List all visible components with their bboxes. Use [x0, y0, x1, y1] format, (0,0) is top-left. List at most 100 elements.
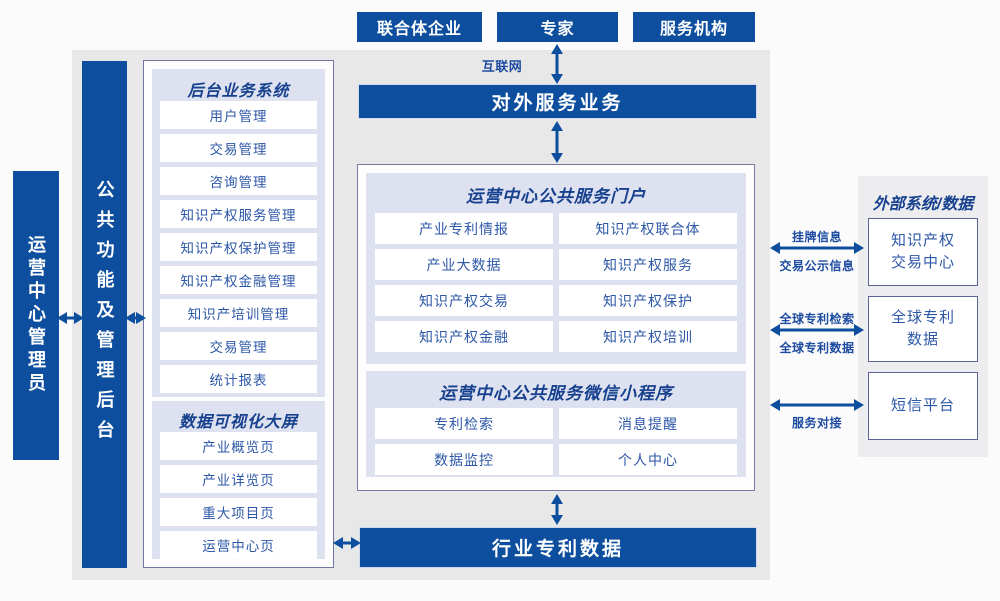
arrow-right-icon	[854, 242, 864, 254]
arrow-portal-patent-data	[550, 494, 564, 525]
backend-item: 咨询管理	[160, 167, 317, 195]
arrow-shaft	[555, 128, 559, 156]
arrow-service-portal	[550, 121, 564, 163]
arrow-right-icon	[854, 324, 864, 336]
dashboard-item: 产业概览页	[160, 432, 317, 460]
box-service-agency: 服务机构	[633, 12, 755, 42]
backend-item: 统计报表	[160, 365, 317, 393]
left-management-box: 后台业务系统 用户管理 交易管理 咨询管理 知识产权服务管理 知识产权保护管理 …	[143, 60, 334, 568]
external-systems-title: 外部系统/数据	[872, 196, 974, 213]
label-listing-info: 挂牌信息	[791, 230, 842, 244]
bar-external-service: 对外服务业务	[358, 84, 757, 119]
box-expert: 专家	[497, 12, 618, 42]
panel-backend-system-title: 后台业务系统	[187, 83, 290, 100]
arrow-shaft	[132, 316, 139, 320]
arrow-up-icon	[551, 494, 563, 504]
backend-item: 知识产权服务管理	[160, 200, 317, 228]
arrow-left-icon	[770, 399, 780, 411]
miniprogram-item: 专利检索	[375, 408, 553, 439]
backend-item: 交易管理	[160, 134, 317, 162]
box-sms-platform: 短信平台	[868, 372, 978, 440]
arrow-left-icon	[57, 312, 67, 324]
label-global-patent-search: 全球专利检索	[779, 312, 855, 326]
arrow-shaft	[777, 246, 857, 250]
panel-miniprogram-title: 运营中心公共服务微信小程序	[439, 384, 673, 403]
dashboard-item: 产业详览页	[160, 465, 317, 493]
arrow-dashboard-patent-data	[333, 536, 361, 550]
arrow-admin-publicadmin	[57, 311, 84, 325]
arrow-right-icon	[351, 537, 361, 549]
external-systems-panel: 外部系统/数据 知识产权 交易中心 全球专利 数据 短信平台	[858, 176, 988, 457]
bar-operations-admin: 运营中心管理员	[13, 171, 59, 460]
box-consortium-enterprise: 联合体企业	[357, 12, 482, 42]
label-service-docking: 服务对接	[791, 416, 842, 430]
internet-label: 互联网	[481, 59, 523, 74]
arrow-internet	[550, 44, 564, 84]
box-ip-trading-center: 知识产权 交易中心	[868, 218, 978, 286]
panel-data-visualization: 数据可视化大屏 产业概览页 产业详览页 重大项目页 运营中心页	[152, 401, 325, 559]
portal-item: 知识产权联合体	[559, 213, 737, 244]
arrow-left-icon	[333, 537, 343, 549]
portal-item: 知识产权保护	[559, 285, 737, 316]
portal-item: 知识产权培训	[559, 321, 737, 352]
arrow-shaft	[555, 51, 559, 77]
portal-item: 知识产权服务	[559, 249, 737, 280]
portal-item: 知识产权交易	[375, 285, 553, 316]
arrow-right-icon	[74, 312, 84, 324]
arrow-global-patent	[770, 323, 864, 337]
arrow-shaft	[64, 316, 77, 320]
backend-item: 交易管理	[160, 332, 317, 360]
box-consortium-enterprise-label: 联合体企业	[376, 21, 462, 38]
arrow-down-icon	[551, 74, 563, 84]
backend-item: 知识产培训管理	[160, 299, 317, 327]
backend-item: 知识产权金融管理	[160, 266, 317, 294]
panel-miniprogram: 运营中心公共服务微信小程序 专利检索 消息提醒 数据监控 个人中心	[366, 371, 746, 477]
arrow-left-icon	[770, 324, 780, 336]
arrow-down-icon	[551, 153, 563, 163]
arrow-shaft	[777, 403, 857, 407]
panel-public-portal-title: 运营中心公共服务门户	[466, 187, 646, 206]
arrow-shaft	[555, 501, 559, 518]
center-service-box: 运营中心公共服务门户 产业专利情报 知识产权联合体 产业大数据 知识产权服务 知…	[357, 164, 755, 491]
dashboard-item: 运营中心页	[160, 531, 317, 559]
bar-industry-patent-data-label: 行业专利数据	[491, 539, 624, 560]
backend-items-stack: 用户管理 交易管理 咨询管理 知识产权服务管理 知识产权保护管理 知识产权金融管…	[160, 101, 317, 393]
arrow-sms-platform	[770, 398, 864, 412]
arrow-right-icon	[854, 399, 864, 411]
bar-public-functions-admin: 公共功能及管理后台	[82, 61, 127, 568]
portal-item: 产业专利情报	[375, 213, 553, 244]
backend-item: 用户管理	[160, 101, 317, 129]
arrow-down-icon	[551, 515, 563, 525]
box-expert-label: 专家	[540, 21, 575, 38]
portal-item: 知识产权金融	[375, 321, 553, 352]
arrow-shaft	[777, 328, 857, 332]
bar-external-service-label: 对外服务业务	[491, 93, 624, 114]
dashboard-item: 重大项目页	[160, 498, 317, 526]
label-global-patent-data: 全球专利数据	[779, 341, 855, 355]
arrow-shaft	[340, 541, 354, 545]
portal-item: 产业大数据	[375, 249, 553, 280]
panel-data-visualization-title: 数据可视化大屏	[178, 414, 298, 431]
label-trade-publicity-info: 交易公示信息	[779, 259, 855, 273]
arrow-up-icon	[551, 121, 563, 131]
bar-industry-patent-data: 行业专利数据	[359, 527, 757, 568]
bar-operations-admin-label: 运营中心管理员	[26, 235, 46, 396]
backend-item: 知识产权保护管理	[160, 233, 317, 261]
box-service-agency-label: 服务机构	[659, 21, 728, 38]
portal-items-grid: 产业专利情报 知识产权联合体 产业大数据 知识产权服务 知识产权交易 知识产权保…	[375, 213, 737, 352]
miniprogram-item: 数据监控	[375, 444, 553, 475]
miniprogram-item: 消息提醒	[559, 408, 737, 439]
dashboard-items-stack: 产业概览页 产业详览页 重大项目页 运营中心页	[160, 432, 317, 559]
panel-public-portal: 运营中心公共服务门户 产业专利情报 知识产权联合体 产业大数据 知识产权服务 知…	[366, 173, 746, 364]
box-global-patent-data: 全球专利 数据	[868, 296, 978, 362]
arrow-publicadmin-backend	[125, 311, 146, 325]
arrow-right-icon	[136, 312, 146, 324]
arrow-left-icon	[770, 242, 780, 254]
miniprogram-items-grid: 专利检索 消息提醒 数据监控 个人中心	[375, 408, 737, 475]
panel-backend-system: 后台业务系统 用户管理 交易管理 咨询管理 知识产权服务管理 知识产权保护管理 …	[152, 69, 325, 397]
arrow-left-icon	[125, 312, 135, 324]
arrow-up-icon	[551, 44, 563, 54]
bar-public-functions-admin-label: 公共功能及管理后台	[94, 179, 115, 450]
miniprogram-item: 个人中心	[559, 444, 737, 475]
